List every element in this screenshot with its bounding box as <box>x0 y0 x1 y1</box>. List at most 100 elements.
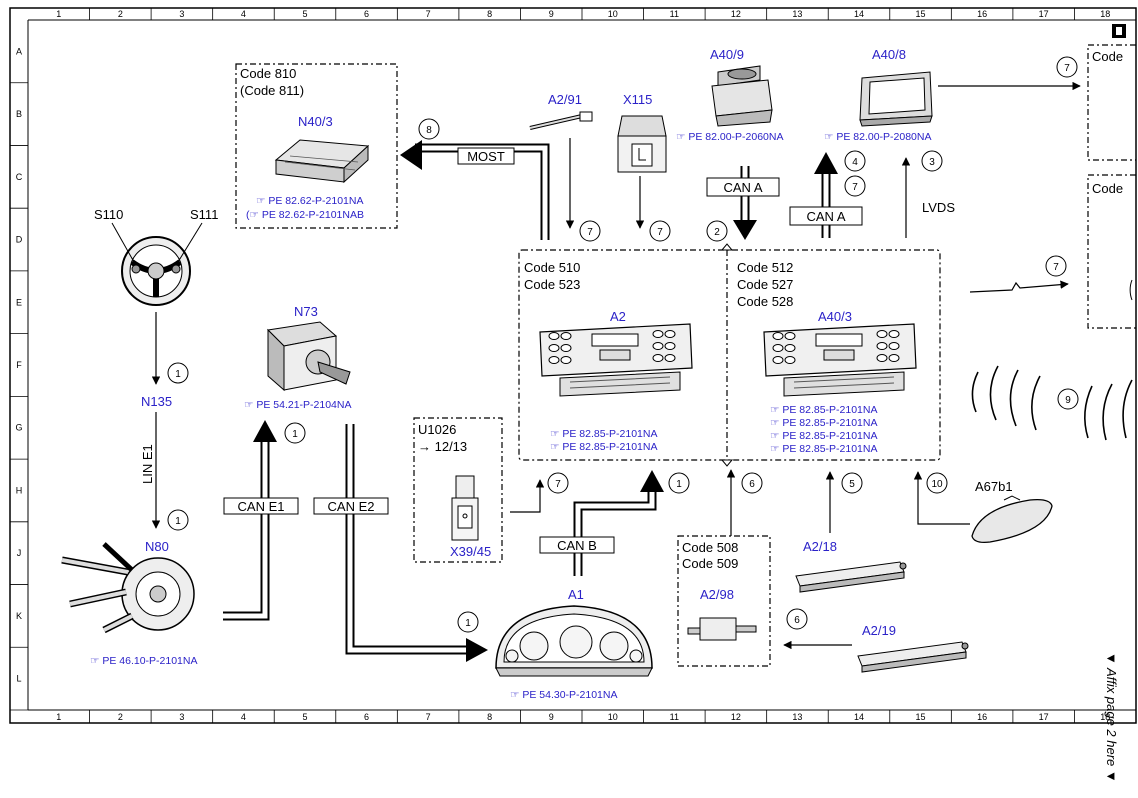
column-label: 16 <box>977 9 987 19</box>
antenna-module-a2-98-icon[interactable] <box>687 617 757 641</box>
callout-1-n73: 1 <box>292 429 298 440</box>
row-label: J <box>17 548 22 558</box>
ref-a1[interactable]: ☞ PE 54.30-P-2101NA <box>510 689 618 701</box>
label-x115[interactable]: X115 <box>623 92 652 107</box>
label-x39-45[interactable]: X39/45 <box>450 544 491 559</box>
code-right-mid: Code <box>1092 181 1123 196</box>
bus-lvds: LVDS <box>922 200 955 215</box>
column-label: 5 <box>302 9 307 19</box>
radio-a2-icon[interactable] <box>539 323 693 397</box>
steering-column-module-n80-icon[interactable] <box>61 542 195 634</box>
bus-can-a-2: CAN A <box>806 209 845 224</box>
callout-5: 5 <box>849 479 855 490</box>
column-label: 5 <box>302 712 307 722</box>
tuner-a2-18-icon[interactable] <box>795 561 907 593</box>
column-label: 17 <box>1039 9 1049 19</box>
column-label: 12 <box>731 9 741 19</box>
callout-2: 2 <box>714 227 720 238</box>
label-a2-19[interactable]: A2/19 <box>862 623 896 638</box>
callout-7-can-a: 7 <box>852 182 858 193</box>
ref-a40-3-4[interactable]: ☞ PE 82.85-P-2101NA <box>770 443 878 455</box>
label-a67b1[interactable]: A67b1 <box>975 479 1013 494</box>
ref-a2-1[interactable]: ☞ PE 82.85-P-2101NA <box>550 428 658 440</box>
ignition-switch-n73-icon[interactable] <box>266 321 351 392</box>
bus-most: MOST <box>467 149 505 164</box>
column-label: 7 <box>426 712 431 722</box>
ref-a40-8[interactable]: ☞ PE 82.00-P-2080NA <box>824 131 932 143</box>
radio-waves-icon <box>971 365 1133 441</box>
ref-n73[interactable]: ☞ PE 54.21-P-2104NA <box>244 399 352 411</box>
mirror-a67b1-icon[interactable] <box>971 495 1053 544</box>
label-a1[interactable]: A1 <box>568 587 584 602</box>
column-label: 11 <box>670 712 679 722</box>
instrument-cluster-a1-icon[interactable] <box>495 605 653 677</box>
column-label: 8 <box>487 9 492 19</box>
row-label: G <box>15 423 22 433</box>
ref-a2-2[interactable]: ☞ PE 82.85-P-2101NA <box>550 441 658 453</box>
label-n80[interactable]: N80 <box>145 539 169 554</box>
usb-socket-x115-icon[interactable] <box>617 115 667 173</box>
label-a2[interactable]: A2 <box>610 309 626 324</box>
column-label: 6 <box>364 712 369 722</box>
column-label: 4 <box>241 712 246 722</box>
label-n40-3[interactable]: N40/3 <box>298 114 333 129</box>
ref-a40-3-3[interactable]: ☞ PE 82.85-P-2101NA <box>770 430 878 442</box>
label-a40-3[interactable]: A40/3 <box>818 309 852 324</box>
bus-lin-e1: LIN E1 <box>140 444 155 484</box>
row-label: L <box>16 674 21 684</box>
bus-can-a-1: CAN A <box>723 180 762 195</box>
ref-a40-9[interactable]: ☞ PE 82.00-P-2060NA <box>676 131 784 143</box>
label-n73[interactable]: N73 <box>294 304 318 319</box>
amplifier-n40-3-icon[interactable] <box>274 139 370 184</box>
label-n135[interactable]: N135 <box>141 394 172 409</box>
column-label: 13 <box>792 712 802 722</box>
code-a2-2: Code 523 <box>524 277 580 292</box>
row-label: E <box>16 297 22 307</box>
label-s111[interactable]: S111 <box>190 207 218 222</box>
label-a2-91[interactable]: A2/91 <box>548 92 582 107</box>
column-label: 9 <box>549 9 554 19</box>
column-label: 10 <box>608 712 618 722</box>
media-interface-x39-45-icon[interactable] <box>451 475 479 541</box>
row-label: A <box>16 46 22 56</box>
can-e1-bus-line <box>223 420 277 621</box>
code-a2-1: Code 510 <box>524 260 580 275</box>
label-s110[interactable]: S110 <box>94 207 123 222</box>
code-n40-2: (Code 811) <box>240 83 304 98</box>
column-label: 15 <box>916 9 926 19</box>
radio-a40-3-icon[interactable] <box>763 323 917 397</box>
label-a40-9[interactable]: A40/9 <box>710 47 744 62</box>
ref-n40-3-a[interactable]: ☞ PE 82.62-P-2101NA <box>256 195 364 207</box>
callout-9: 9 <box>1065 395 1071 406</box>
column-label: 1 <box>56 9 61 19</box>
column-label: 8 <box>487 712 492 722</box>
ref-a40-3-2[interactable]: ☞ PE 82.85-P-2101NA <box>770 417 878 429</box>
callout-4: 4 <box>852 157 858 168</box>
steering-wheel-icon[interactable] <box>121 236 191 306</box>
label-u1026-ref[interactable]: → 12/13 <box>418 439 467 454</box>
bus-can-e2: CAN E2 <box>328 499 375 514</box>
label-u1026: U1026 <box>418 422 456 437</box>
ref-a40-3-1[interactable]: ☞ PE 82.85-P-2101NA <box>770 404 878 416</box>
display-a40-8-icon[interactable] <box>859 71 933 127</box>
label-a2-18[interactable]: A2/18 <box>803 539 837 554</box>
controller-a40-9-icon[interactable] <box>711 65 773 127</box>
code-a2-98-1: Code 508 <box>682 540 738 555</box>
callout-10: 10 <box>931 479 943 490</box>
ref-n40-3-b[interactable]: (☞ PE 82.62-P-2101NAB <box>246 209 364 221</box>
callout-7-a40-8: 7 <box>1064 63 1070 74</box>
row-label: B <box>16 109 22 119</box>
ref-n80[interactable]: ☞ PE 46.10-P-2101NA <box>90 655 198 667</box>
can-a-down-arrow <box>733 166 757 240</box>
bus-can-e1: CAN E1 <box>238 499 285 514</box>
column-label: 4 <box>241 9 246 19</box>
label-a2-98[interactable]: A2/98 <box>700 587 734 602</box>
column-label: 2 <box>118 9 123 19</box>
antenna-a2-91-icon[interactable] <box>529 111 593 130</box>
column-label: 12 <box>731 712 741 722</box>
label-a40-8[interactable]: A40/8 <box>872 47 906 62</box>
tuner-a2-19-icon[interactable] <box>857 641 969 673</box>
